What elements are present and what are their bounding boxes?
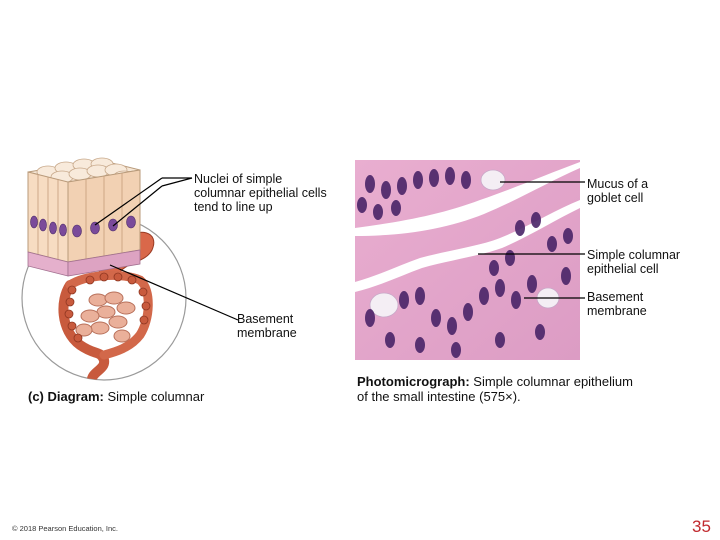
- diagram-caption: (c) Diagram: Simple columnar: [28, 389, 204, 404]
- label-nuclei: Nuclei of simple columnar epithelial cel…: [194, 172, 327, 214]
- label-mucus-goblet-cell: Mucus of a goblet cell: [587, 177, 649, 205]
- leader-basement-left: [109, 264, 239, 321]
- photo-caption: Photomicrograph: Simple columnar epithel…: [357, 374, 637, 404]
- label-simple-columnar-cell: Simple columnar epithelial cell: [587, 248, 681, 276]
- epithelium-block-illustration: [27, 157, 141, 277]
- diagram-caption-prefix: (c) Diagram:: [28, 389, 104, 404]
- label-basement-membrane-left: Basement membrane: [237, 312, 297, 340]
- diagram-caption-text: Simple columnar: [103, 389, 205, 404]
- label-basement-membrane-right: Basement membrane: [587, 290, 647, 318]
- photomicrograph-image: [355, 160, 580, 360]
- copyright-notice: © 2018 Pearson Education, Inc.: [12, 524, 119, 533]
- page-number: 35: [692, 517, 711, 536]
- leader-nuclei-1: [94, 177, 163, 226]
- photo-caption-prefix: Photomicrograph:: [357, 374, 470, 389]
- photo-caption-text: Simple columnar epithelium of the small …: [357, 374, 633, 404]
- leader-nuclei-2: [112, 185, 163, 227]
